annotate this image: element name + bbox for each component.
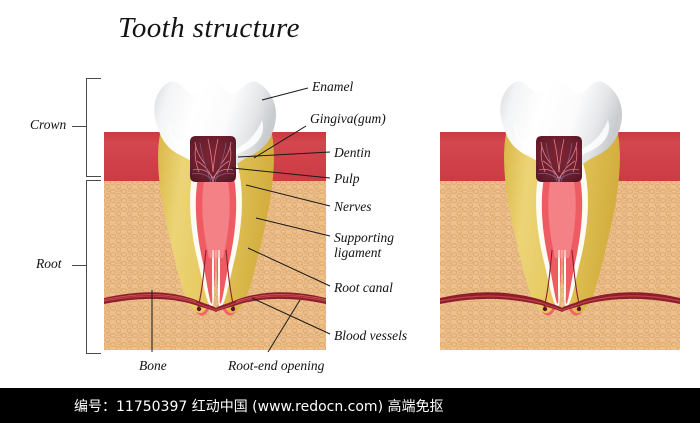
pulp-core-left	[202, 172, 230, 258]
label-pulp: Pulp	[334, 171, 360, 186]
leader-dentin	[237, 151, 331, 158]
label-enamel: Enamel	[312, 79, 354, 94]
leader-root-end-opening	[267, 299, 301, 353]
leader-lines	[151, 87, 331, 353]
root-end-opening-left-2	[230, 306, 236, 312]
leader-root-canal	[247, 247, 331, 287]
label-nerves: Nerves	[334, 199, 372, 214]
enamel-highlight-left	[168, 120, 264, 170]
tooth-left-labeled	[104, 80, 326, 350]
crown-bracket-label: Crown	[30, 117, 67, 132]
tooth-right-plain	[440, 80, 680, 350]
root-bracket-tick	[72, 265, 87, 266]
crown-bracket-tick	[72, 126, 87, 127]
pulp-vessels-left	[191, 142, 235, 183]
enamel-left	[154, 80, 277, 176]
leader-supporting-ligament	[255, 217, 331, 237]
pulp-chamber-left	[190, 136, 236, 182]
leader-gingiva	[253, 125, 307, 159]
blood-vessels-left	[104, 292, 326, 312]
page-title: Tooth structure	[118, 12, 300, 44]
tooth-figure-group	[104, 80, 680, 353]
footer-text: 编号：11750397 红动中国 (www.redocn.com) 高端免抠	[74, 399, 444, 415]
label-gingiva: Gingiva(gum)	[310, 111, 386, 126]
footer-bar: 编号：11750397 红动中国 (www.redocn.com) 高端免抠	[0, 388, 700, 423]
leader-blood-vessels	[251, 297, 331, 335]
label-supporting-ligament: Supporting ligament	[334, 230, 395, 260]
leader-pulp	[231, 167, 331, 179]
label-dentin: Dentin	[334, 145, 371, 160]
nerves-left	[192, 138, 234, 183]
root-end-opening-left	[196, 306, 202, 312]
leader-nerves	[245, 184, 331, 207]
leader-enamel	[261, 87, 309, 101]
label-bone: Bone	[139, 358, 167, 373]
root-bracket	[86, 180, 101, 354]
label-root-end-opening: Root-end opening	[228, 358, 325, 373]
crown-bracket	[86, 78, 101, 177]
label-blood-vessels: Blood vessels	[334, 328, 408, 343]
label-root-canal: Root canal	[334, 280, 393, 295]
root-bracket-label: Root	[36, 256, 62, 271]
